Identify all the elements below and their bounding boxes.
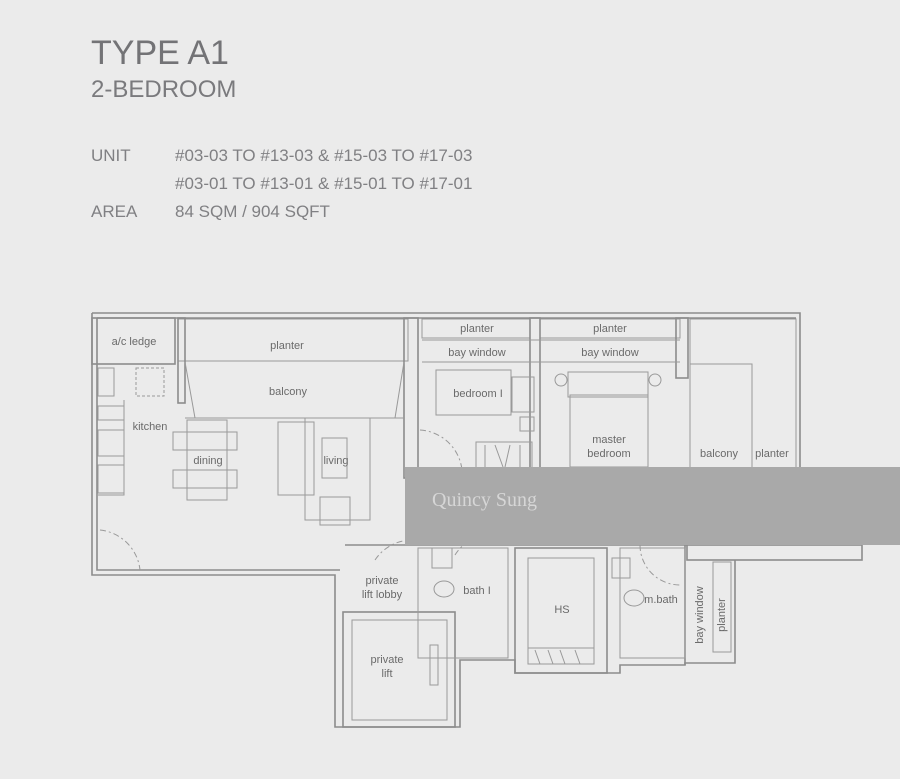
label-bay-window-2: bay window [581, 347, 639, 359]
label-planter-vertical: planter [716, 598, 728, 632]
label-lift-lobby-1: private [365, 575, 398, 587]
area-row: AREA 84 SQM / 904 SQFT [91, 202, 330, 222]
label-balcony-master: balcony [700, 448, 738, 460]
label-balcony-living: balcony [269, 386, 307, 398]
watermark-text: Quincy Sung [432, 489, 537, 511]
label-ac-ledge: a/c ledge [112, 336, 157, 348]
plan-type-title: TYPE A1 [91, 34, 229, 72]
label-planter-top-left: planter [270, 340, 304, 352]
unit-line-1: #03-03 TO #13-03 & #15-03 TO #17-03 [175, 146, 473, 165]
label-planter-top-right: planter [593, 323, 627, 335]
watermark-band [405, 467, 900, 545]
label-planter-top-mid: planter [460, 323, 494, 335]
furniture [172, 363, 753, 607]
label-master-2: bedroom [587, 448, 630, 460]
label-dining: dining [193, 455, 222, 467]
room-labels: a/c ledge planter planter planter bay wi… [112, 323, 789, 467]
label-planter-right: planter [755, 448, 789, 460]
label-lift-lobby-2: lift lobby [362, 589, 403, 601]
label-bedroom-1: bedroom I [453, 388, 503, 400]
label-bath-1: bath I [463, 585, 491, 597]
bedroom-count: 2-BEDROOM [91, 76, 237, 103]
label-bay-window-1: bay window [448, 347, 506, 359]
label-bay-window-vertical: bay window [694, 586, 706, 644]
label-hs: HS [554, 604, 569, 616]
label-lift-1: private [370, 654, 403, 666]
label-living: living [323, 455, 348, 467]
unit-row: UNIT #03-03 TO #13-03 & #15-03 TO #17-03 [91, 146, 472, 166]
unit-label: UNIT [91, 146, 131, 165]
unit-line-2: #03-01 TO #13-01 & #15-01 TO #17-01 [175, 174, 473, 193]
label-m-bath: m.bath [644, 594, 678, 606]
label-master-1: master [592, 434, 626, 446]
area-label: AREA [91, 202, 138, 221]
label-lift-2: lift [382, 668, 393, 680]
area-value: 84 SQM / 904 SQFT [175, 202, 330, 221]
room-labels-lower: private lift lobby bath I HS m.bath priv… [362, 575, 728, 680]
label-kitchen: kitchen [133, 421, 168, 433]
